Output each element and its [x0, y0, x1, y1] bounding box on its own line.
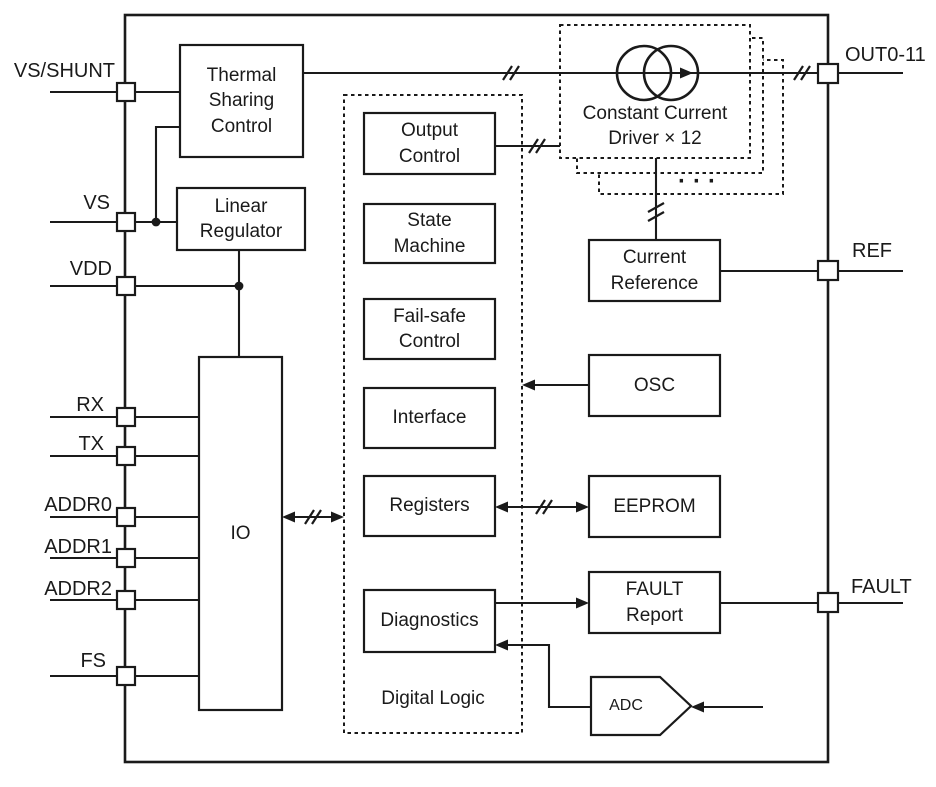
pin-square-addr2: [115, 589, 137, 611]
current-reference-box: [587, 238, 722, 303]
digital-logic-container: [343, 94, 523, 734]
fault-report-box: [587, 570, 722, 635]
bus-slash-eeprom: [542, 499, 553, 515]
linear-regulator-box: [175, 186, 307, 252]
osc-box: [587, 353, 722, 418]
pin-square-vs: [115, 211, 137, 233]
wires: [50, 71, 903, 709]
adc-pentagon: [589, 675, 693, 737]
registers-box: [362, 474, 497, 538]
pin-square-tx: [115, 445, 137, 467]
pin-square-rx: [115, 406, 137, 428]
thermal-sharing-box: [178, 43, 305, 159]
pin-square-fault: [816, 591, 840, 614]
current-source-icon: [615, 44, 700, 102]
pin-square-out0-11: [816, 62, 840, 85]
eeprom-box: [587, 474, 722, 539]
pin-square-vs-shunt: [115, 81, 137, 103]
output-control-box: [362, 111, 497, 176]
ccd-stack-rect-1: [559, 24, 751, 159]
diagnostics-box: [362, 588, 497, 654]
pin-square-addr1: [115, 547, 137, 569]
pin-square-fs: [115, 665, 137, 687]
pin-square-addr0: [115, 506, 137, 528]
bus-slash-icons: [304, 65, 811, 525]
bus-slash-ccd-in: [509, 65, 520, 81]
block-rects: [175, 43, 722, 737]
pin-square-ref: [816, 259, 840, 282]
bus-slash-output-control: [535, 138, 546, 154]
chip-outline: [123, 13, 830, 764]
fail-safe-box: [362, 297, 497, 361]
bus-slash-out-pin: [800, 65, 811, 81]
bus-slash-current-ref: [647, 211, 665, 222]
interface-box: [362, 386, 497, 450]
state-machine-box: [362, 202, 497, 265]
pin-square-vdd: [115, 275, 137, 297]
pin-squares: [115, 62, 840, 687]
io-box: [197, 355, 284, 712]
junction-dots: [151, 217, 244, 291]
bus-slash-io: [311, 509, 322, 525]
arrowheads: [282, 67, 704, 713]
